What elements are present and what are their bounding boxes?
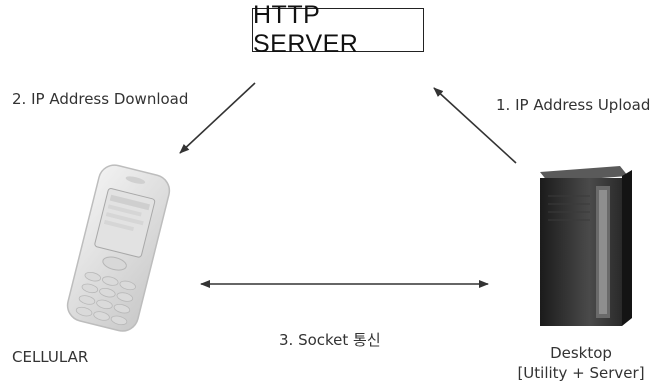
socket-label: 3. Socket 통신 (279, 331, 381, 349)
http-server-box: HTTP SERVER (252, 1, 424, 58)
desktop-label: Desktop [Utility + Server] (493, 343, 669, 383)
arrow-upload (433, 87, 517, 164)
cellular-phone-icon (66, 164, 171, 332)
desktop-label-line1: Desktop (550, 344, 612, 362)
http-server-label: HTTP SERVER (253, 1, 359, 58)
cellular-label: CELLULAR (12, 348, 89, 366)
arrow-download (179, 82, 256, 154)
desktop-label-line2: [Utility + Server] (517, 364, 645, 382)
desktop-tower-icon (540, 166, 632, 326)
upload-label: 1. IP Address Upload (496, 96, 651, 114)
download-label: 2. IP Address Download (12, 90, 189, 108)
